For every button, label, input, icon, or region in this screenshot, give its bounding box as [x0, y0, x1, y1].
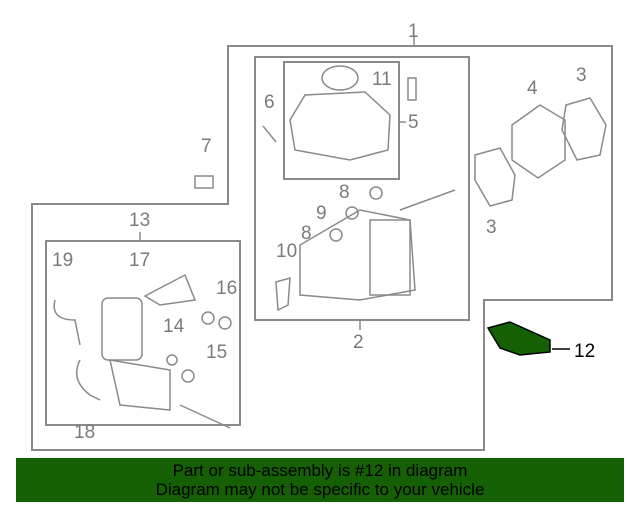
master-cylinder: [299, 209, 416, 301]
callout-2[interactable]: 2: [353, 332, 364, 353]
reservoir-cap: [321, 65, 359, 91]
callout-12[interactable]: 12: [574, 341, 596, 362]
bracket-10: [275, 276, 291, 312]
housing-4: [511, 104, 566, 179]
callout-3[interactable]: 3: [486, 217, 497, 238]
part-12-highlighted: [486, 321, 551, 356]
callout-4[interactable]: 4: [527, 78, 538, 99]
callout-15[interactable]: 15: [206, 342, 228, 363]
callout-8[interactable]: 8: [339, 182, 350, 203]
info-banner: Part or sub-assembly is #12 in diagram D…: [16, 458, 624, 502]
callout-5[interactable]: 5: [408, 112, 419, 133]
callout-13[interactable]: 13: [129, 210, 151, 231]
callout-18[interactable]: 18: [74, 422, 96, 443]
hose-19: [53, 299, 81, 346]
callout-3[interactable]: 3: [576, 65, 587, 86]
group-13-outline: [45, 240, 241, 426]
bolt-7: [194, 175, 214, 189]
callout-14[interactable]: 14: [163, 316, 185, 337]
pump-filter: [101, 297, 143, 361]
callout-7[interactable]: 7: [201, 136, 212, 157]
callout-19[interactable]: 19: [52, 250, 74, 271]
callout-8[interactable]: 8: [301, 223, 312, 244]
reservoir: [289, 91, 391, 161]
gasket-3b: [474, 147, 516, 207]
callout-6[interactable]: 6: [264, 92, 275, 113]
bracket-17: [143, 273, 197, 306]
banner-line-2: Diagram may not be specific to your vehi…: [155, 480, 485, 499]
banner-line-1: Part or sub-assembly is #12 in diagram: [172, 461, 468, 480]
gasket-3a: [561, 97, 607, 161]
bolt-5: [407, 77, 417, 101]
group-2-outline: [254, 56, 470, 321]
callout-10[interactable]: 10: [276, 241, 298, 262]
callout-17[interactable]: 17: [129, 250, 151, 271]
callout-9[interactable]: 9: [316, 203, 327, 224]
group-1-outline: [31, 45, 613, 451]
callout-11[interactable]: 11: [372, 69, 392, 90]
hose-18: [75, 359, 101, 401]
callout-1[interactable]: 1: [408, 21, 419, 42]
pump-motor: [109, 359, 171, 411]
group-5-outline: [283, 61, 400, 180]
callout-16[interactable]: 16: [216, 278, 238, 299]
